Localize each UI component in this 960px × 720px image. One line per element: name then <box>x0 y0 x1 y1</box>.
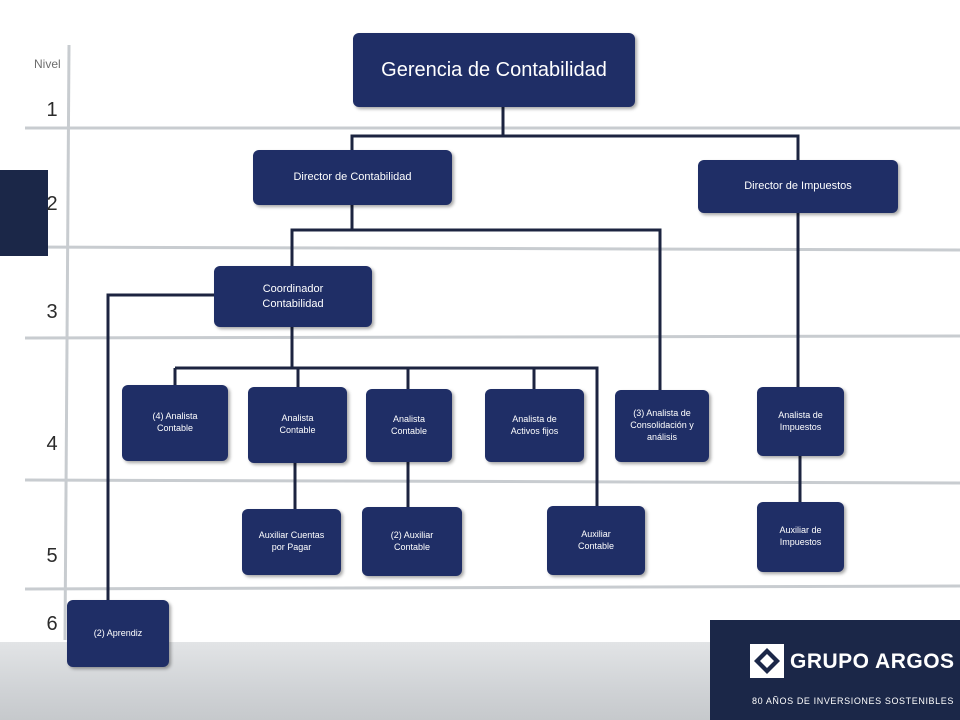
box-coordinador-contabilidad: Coordinador Contabilidad <box>214 266 372 327</box>
box-analista-consolidacion: (3) Analista de Consolidación y análisis <box>615 390 709 462</box>
level-axis <box>63 44 71 641</box>
level-number-5: 5 <box>46 545 58 567</box>
box-aprendiz: (2) Aprendiz <box>67 600 169 667</box>
logo-tagline: 80 AÑOS DE INVERSIONES SOSTENIBLES <box>752 696 954 706</box>
level-2-marker <box>0 170 48 256</box>
box-auxiliar-contable: Auxiliar Contable <box>547 506 645 575</box>
argos-emblem-icon <box>750 644 784 678</box>
connector-director-coordinador <box>290 205 354 266</box>
connector-gerencia-directors <box>350 107 800 160</box>
level-number-4: 4 <box>46 433 58 455</box>
level-number-2: 2 <box>46 193 58 215</box>
nivel-label: Nivel <box>34 57 61 71</box>
level-number-1: 1 <box>46 99 58 121</box>
box-auxiliar-impuestos: Auxiliar de Impuestos <box>757 502 844 572</box>
level-line-4 <box>24 478 960 485</box>
box-auxiliar-contable-2: (2) Auxiliar Contable <box>362 507 462 576</box>
level-line-3 <box>24 334 960 340</box>
box-analista-contable-a: Analista Contable <box>248 387 347 463</box>
box-analista-activos-fijos: Analista de Activos fijos <box>485 389 584 462</box>
level-number-6: 6 <box>46 613 58 635</box>
level-number-3: 3 <box>46 301 58 323</box>
box-director-contabilidad: Director de Contabilidad <box>253 150 452 205</box>
box-auxiliar-cuentas-por-pagar: Auxiliar Cuentas por Pagar <box>242 509 341 575</box>
level-line-5 <box>24 584 960 591</box>
connector-analistas-bus <box>175 366 599 506</box>
box-gerencia-contabilidad: Gerencia de Contabilidad <box>353 33 635 107</box>
connector-coordinador-aprendiz <box>106 293 214 600</box>
box-analista-contable-b: Analista Contable <box>366 389 452 462</box>
level-line-2 <box>24 245 960 252</box>
box-analista-contable-4: (4) Analista Contable <box>122 385 228 461</box>
connector-director-consolidacion <box>352 228 662 390</box>
logo-name: GRUPO ARGOS <box>790 650 955 673</box>
box-director-impuestos: Director de Impuestos <box>698 160 898 213</box>
grupo-argos-logo: GRUPO ARGOS 80 AÑOS DE INVERSIONES SOSTE… <box>710 620 960 720</box>
box-analista-impuestos: Analista de Impuestos <box>757 387 844 456</box>
